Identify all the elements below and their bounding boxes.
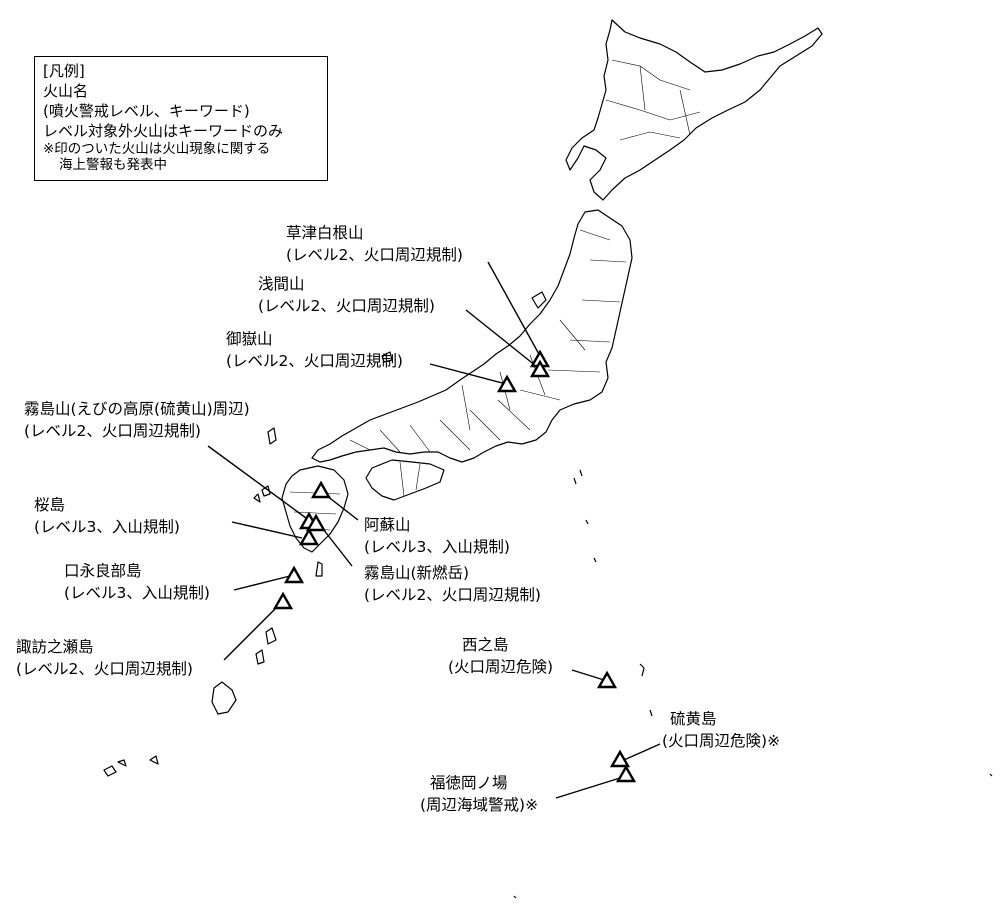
kyushu-outline <box>281 465 349 553</box>
leader-ontake <box>429 363 507 385</box>
volcano-status: (レベル3、入山規制) <box>364 538 510 556</box>
volcano-name: 御嶽山 <box>226 330 273 348</box>
izu-islands <box>573 469 597 563</box>
tanegashima <box>315 561 323 577</box>
ogasawara-islands <box>513 663 993 899</box>
volcano-status: (レベル2、火口周辺規制) <box>258 297 435 315</box>
label-kirishima-shinmoe: 霧島山(新燃岳) (レベル2、火口周辺規制) <box>364 562 541 606</box>
label-nishinoshima: 西之島 (火口周辺危険) <box>448 634 553 678</box>
amami-islands <box>255 627 277 665</box>
volcano-name: 諏訪之瀬島 <box>16 638 94 656</box>
label-iwoto: 硫黄島 (火口周辺危険)※ <box>662 708 780 752</box>
shikoku-lines <box>399 461 421 497</box>
volcano-name: 霧島山(えびの高原(硫黄山)周辺) <box>24 400 250 418</box>
volcano-icon-aso <box>310 480 332 499</box>
leader-kirishima-ebino <box>207 445 307 519</box>
goto-islands <box>253 485 271 503</box>
legend-note-line2: 海上警報も発表中 <box>59 157 167 173</box>
leader-kusatsu <box>487 261 541 357</box>
leader-sakurajima <box>231 521 303 539</box>
leader-kuchinoerabu <box>233 575 291 591</box>
volcano-icon-asama <box>529 359 551 378</box>
label-kusatsu: 草津白根山 (レベル2、火口周辺規制) <box>286 222 463 266</box>
volcano-name: 桜島 <box>34 496 66 514</box>
label-ontake: 御嶽山 (レベル2、火口周辺規制) <box>226 328 403 372</box>
label-kirishima-ebino: 霧島山(えびの高原(硫黄山)周辺) (レベル2、火口周辺規制) <box>24 398 250 442</box>
shikoku-outline <box>365 459 445 501</box>
legend-note-line1: ※印のついた火山は火山現象に関する <box>43 141 271 157</box>
leader-fukutoku <box>555 777 621 799</box>
label-kuchinoerabu: 口永良部島 (レベル3、入山規制) <box>64 560 210 604</box>
map-legend: [凡例] 火山名 (噴火警戒レベル、キーワード) レベル対象外火山はキーワードの… <box>34 56 328 181</box>
label-aso: 阿蘇山 (レベル3、入山規制) <box>364 514 510 558</box>
label-sakurajima: 桜島 (レベル3、入山規制) <box>34 494 180 538</box>
leader-asama <box>465 309 537 367</box>
leader-nishinoshima <box>571 669 605 681</box>
volcano-status: (レベル2、火口周辺規制) <box>364 586 541 604</box>
volcano-status: (火口周辺危険) <box>448 658 554 676</box>
legend-title: [凡例] <box>43 62 85 80</box>
oki-islands <box>381 351 393 363</box>
volcano-name: 口永良部島 <box>64 562 142 580</box>
volcano-name: 福徳岡ノ場 <box>430 774 508 792</box>
label-suwanose: 諏訪之瀬島 (レベル2、火口周辺規制) <box>16 636 193 680</box>
volcano-name: 浅間山 <box>258 275 305 293</box>
volcano-name: 阿蘇山 <box>364 516 411 534</box>
leader-iwoto <box>623 743 661 761</box>
volcano-name: 硫黄島 <box>670 710 717 728</box>
volcano-icon-iwoto <box>609 749 631 768</box>
volcano-name: 草津白根山 <box>286 224 364 242</box>
volcano-name: 霧島山(新燃岳) <box>364 564 470 582</box>
tsushima <box>267 427 277 445</box>
label-asama: 浅間山 (レベル2、火口周辺規制) <box>258 273 435 317</box>
legend-keyword-only: レベル対象外火山はキーワードのみ <box>43 122 284 140</box>
volcano-status: (レベル2、火口周辺規制) <box>24 422 201 440</box>
okinawa-island <box>211 681 237 715</box>
hokkaido-outline <box>565 19 823 201</box>
sado-island <box>531 291 547 309</box>
legend-level-keyword: (噴火警戒レベル、キーワード) <box>43 102 250 120</box>
volcano-status: (レベル3、入山規制) <box>64 584 210 602</box>
volcano-name: 西之島 <box>462 636 509 654</box>
volcano-icon-kuchinoerabu <box>283 565 305 584</box>
volcano-icon-nishinoshima <box>596 670 618 689</box>
volcano-icon-sakurajima <box>298 527 320 546</box>
label-fukutoku: 福徳岡ノ場 (周辺海域警戒)※ <box>420 772 538 816</box>
volcano-status: (レベル2、火口周辺規制) <box>226 352 403 370</box>
volcano-status: (レベル2、火口周辺規制) <box>286 246 463 264</box>
sakishima-islands <box>103 755 159 777</box>
volcano-status: (火口周辺危険)※ <box>662 732 781 750</box>
volcano-icon-suwanose <box>272 591 294 610</box>
volcano-icon-ontake <box>496 374 518 393</box>
honshu-outline <box>311 209 633 463</box>
legend-volcano-name: 火山名 <box>43 82 89 100</box>
volcano-status: (周辺海域警戒)※ <box>420 796 539 814</box>
hokkaido-subdivisions <box>605 59 701 141</box>
volcano-status: (レベル3、入山規制) <box>34 518 180 536</box>
leader-suwanose <box>223 601 283 661</box>
volcano-status: (レベル2、火口周辺規制) <box>16 660 193 678</box>
volcano-icon-kirishima-shinmoe <box>305 513 327 532</box>
volcano-icon-fukutoku <box>615 764 637 783</box>
